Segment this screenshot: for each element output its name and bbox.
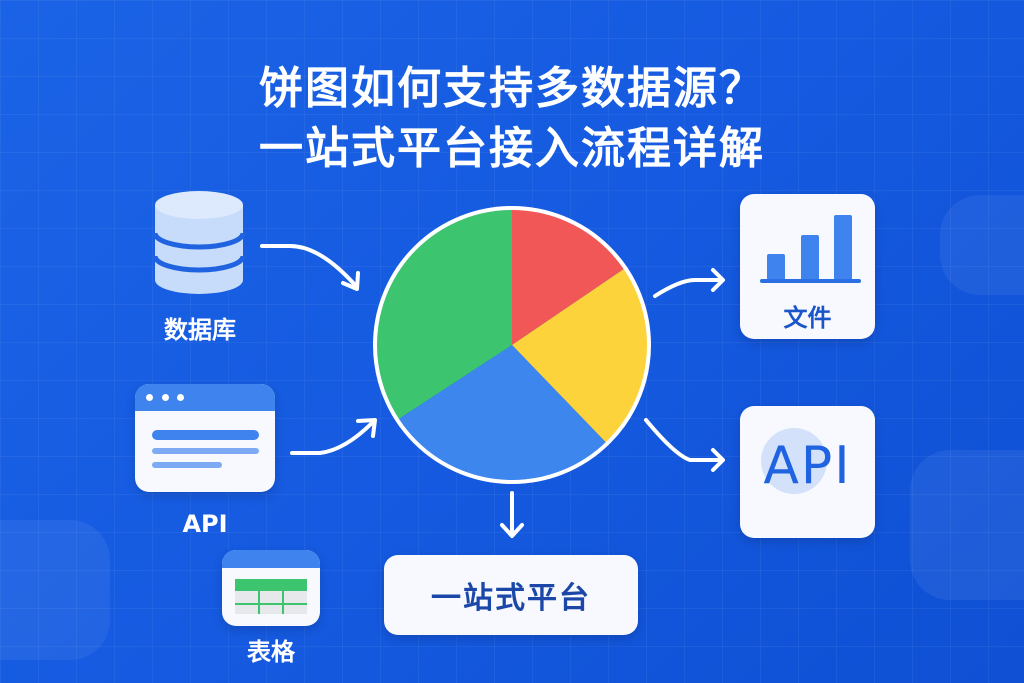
arrow-api-to-pie [290,420,375,455]
title-line-2: 一站式平台接入流程详解 [259,123,765,174]
source-api-card[interactable] [135,384,275,492]
arrow-head [356,418,377,438]
spreadsheet-icon [235,579,307,614]
source-label-api: API [182,510,228,538]
arrow-head [500,523,524,538]
title-line-1: 饼图如何支持多数据源？ [259,63,765,114]
pie-outline [373,206,651,484]
pie-chart [375,208,649,482]
platform-card[interactable]: 一站式平台 [384,555,638,635]
decor-blob [910,450,1024,600]
source-label-spreadsheet: 表格 [247,638,295,666]
arrow-head [711,268,725,292]
platform-label: 一站式平台 [431,581,591,616]
pie-slice-red [512,208,626,345]
arrow-head [341,271,360,291]
api-text-icon [761,428,827,494]
source-label-database: 数据库 [164,316,236,344]
arrow-pie-to-api [644,418,724,462]
decor-blob [0,520,110,660]
browser-window-icon [135,384,275,411]
arrow-pie-to-file [653,278,724,298]
output-label-api: API [763,436,852,496]
arrow-database-to-pie [260,244,357,287]
source-spreadsheet-card[interactable] [222,550,320,626]
pie-slice-green [375,208,512,420]
output-label-file: 文件 [783,304,832,332]
output-api-card[interactable]: API [740,406,875,538]
decor-blob [940,195,1024,295]
arrow-head [711,448,725,472]
output-file-card[interactable]: 文件 [740,194,875,339]
pie-slice-blue [397,345,608,482]
pie-slice-yellow [512,267,649,444]
